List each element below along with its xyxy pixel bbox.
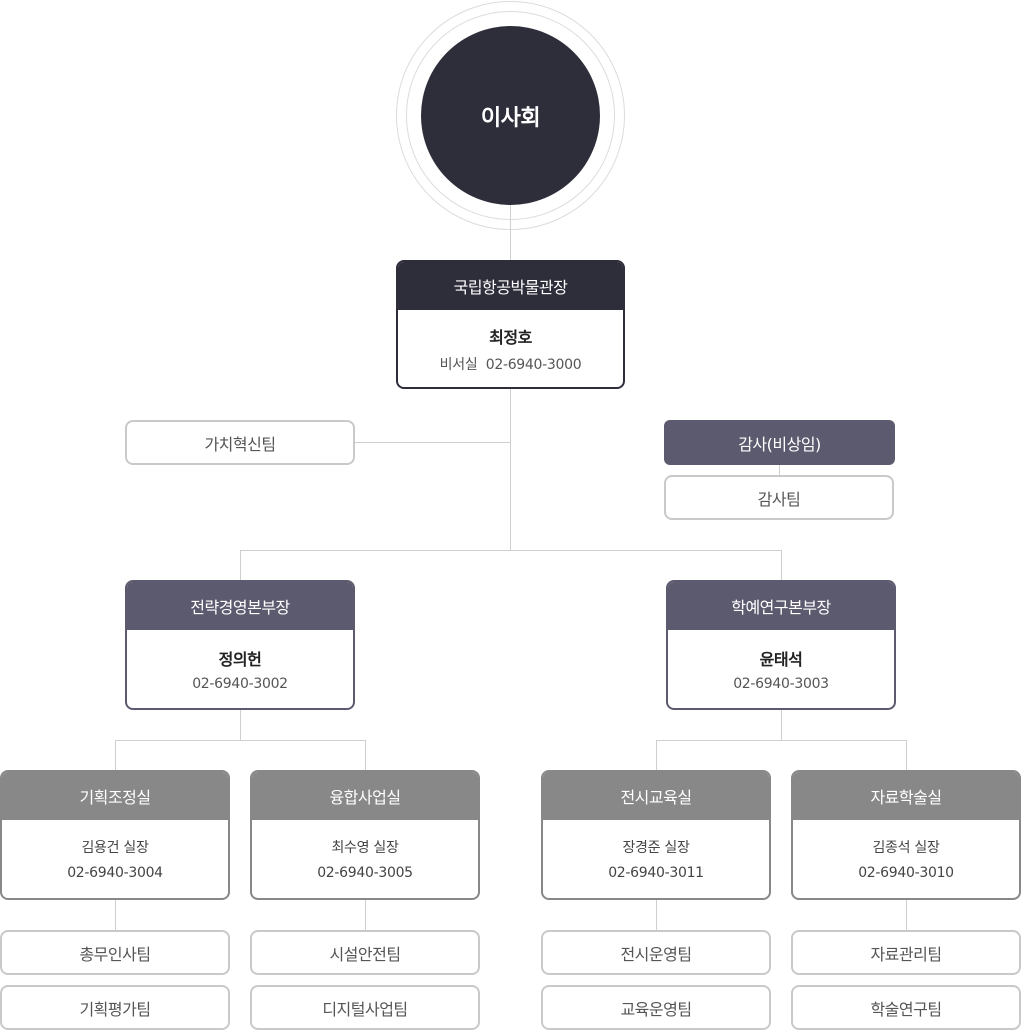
- connector-line: [240, 708, 241, 740]
- connector-line: [781, 708, 782, 740]
- exhibition-office-card[interactable]: 전시교육실 장경준 실장 02-6940-3011: [541, 770, 771, 900]
- director-phone: 02-6940-3000: [485, 356, 582, 373]
- connector-line: [365, 898, 366, 931]
- team-box[interactable]: 전시운영팀: [541, 930, 771, 975]
- convergence-office-card[interactable]: 융합사업실 최수영 실장 02-6940-3005: [250, 770, 480, 900]
- team-box[interactable]: 자료관리팀: [791, 930, 1021, 975]
- director-contact: 비서실 02-6940-3000: [440, 354, 582, 374]
- exhibition-office-title: 전시교육실: [543, 772, 769, 820]
- archives-office-title: 자료학술실: [793, 772, 1019, 820]
- team-box[interactable]: 디지털사업팀: [250, 985, 480, 1030]
- team-box[interactable]: 시설안전팀: [250, 930, 480, 975]
- connector-line: [365, 740, 366, 771]
- exhibition-office-phone: 02-6940-3011: [608, 865, 704, 881]
- connector-line: [115, 898, 116, 931]
- audit-box[interactable]: 감사(비상임): [664, 420, 895, 465]
- board-label: 이사회: [480, 105, 541, 131]
- board-outer-ring: [396, 1, 625, 230]
- innovation-team-box[interactable]: 가치혁신팀: [125, 420, 355, 465]
- archives-office-head: 김종석 실장: [872, 840, 940, 856]
- connector-line: [781, 550, 782, 581]
- connector-line: [906, 898, 907, 931]
- convergence-office-head: 최수영 실장: [331, 840, 399, 856]
- strategy-division-phone: 02-6940-3002: [192, 676, 288, 692]
- team-box[interactable]: 교육운영팀: [541, 985, 771, 1030]
- team-box[interactable]: 기획평가팀: [0, 985, 230, 1030]
- connector-line: [115, 740, 116, 771]
- team-box[interactable]: 학술연구팀: [791, 985, 1021, 1030]
- archives-office-card[interactable]: 자료학술실 김종석 실장 02-6940-3010: [791, 770, 1021, 900]
- audit-team-box[interactable]: 감사팀: [664, 475, 894, 520]
- exhibition-office-head: 장경준 실장: [622, 840, 690, 856]
- director-office: 비서실: [439, 356, 478, 373]
- curatorial-division-name: 윤태석: [759, 650, 803, 669]
- connector-line: [779, 464, 780, 476]
- convergence-office-title: 융합사업실: [252, 772, 478, 820]
- connector-line: [240, 550, 241, 581]
- connector-line: [656, 740, 907, 741]
- curatorial-division-phone: 02-6940-3003: [733, 676, 829, 692]
- strategy-division-name: 정의헌: [218, 650, 262, 669]
- archives-office-phone: 02-6940-3010: [858, 865, 954, 881]
- planning-office-card[interactable]: 기획조정실 김용건 실장 02-6940-3004: [0, 770, 230, 900]
- board-inner-ring: [406, 11, 615, 220]
- director-title: 국립항공박물관장: [398, 262, 623, 310]
- strategy-division-card[interactable]: 전략경영본부장 정의헌 02-6940-3002: [125, 580, 355, 710]
- convergence-office-phone: 02-6940-3005: [317, 865, 413, 881]
- connector-line: [240, 550, 782, 551]
- team-box[interactable]: 총무인사팀: [0, 930, 230, 975]
- director-name: 최정호: [489, 327, 532, 347]
- board-circle[interactable]: 이사회: [421, 26, 600, 205]
- director-card[interactable]: 국립항공박물관장 최정호 비서실 02-6940-3000: [396, 260, 625, 389]
- connector-line: [906, 740, 907, 771]
- connector-line: [656, 740, 657, 771]
- curatorial-division-card[interactable]: 학예연구본부장 윤태석 02-6940-3003: [666, 580, 896, 710]
- planning-office-title: 기획조정실: [2, 772, 228, 820]
- connector-line: [510, 388, 511, 550]
- connector-line: [510, 205, 511, 261]
- connector-line: [115, 740, 366, 741]
- connector-line: [354, 442, 511, 443]
- connector-line: [656, 898, 657, 931]
- curatorial-division-title: 학예연구본부장: [668, 582, 894, 630]
- planning-office-phone: 02-6940-3004: [67, 865, 163, 881]
- strategy-division-title: 전략경영본부장: [127, 582, 353, 630]
- planning-office-head: 김용건 실장: [81, 840, 149, 856]
